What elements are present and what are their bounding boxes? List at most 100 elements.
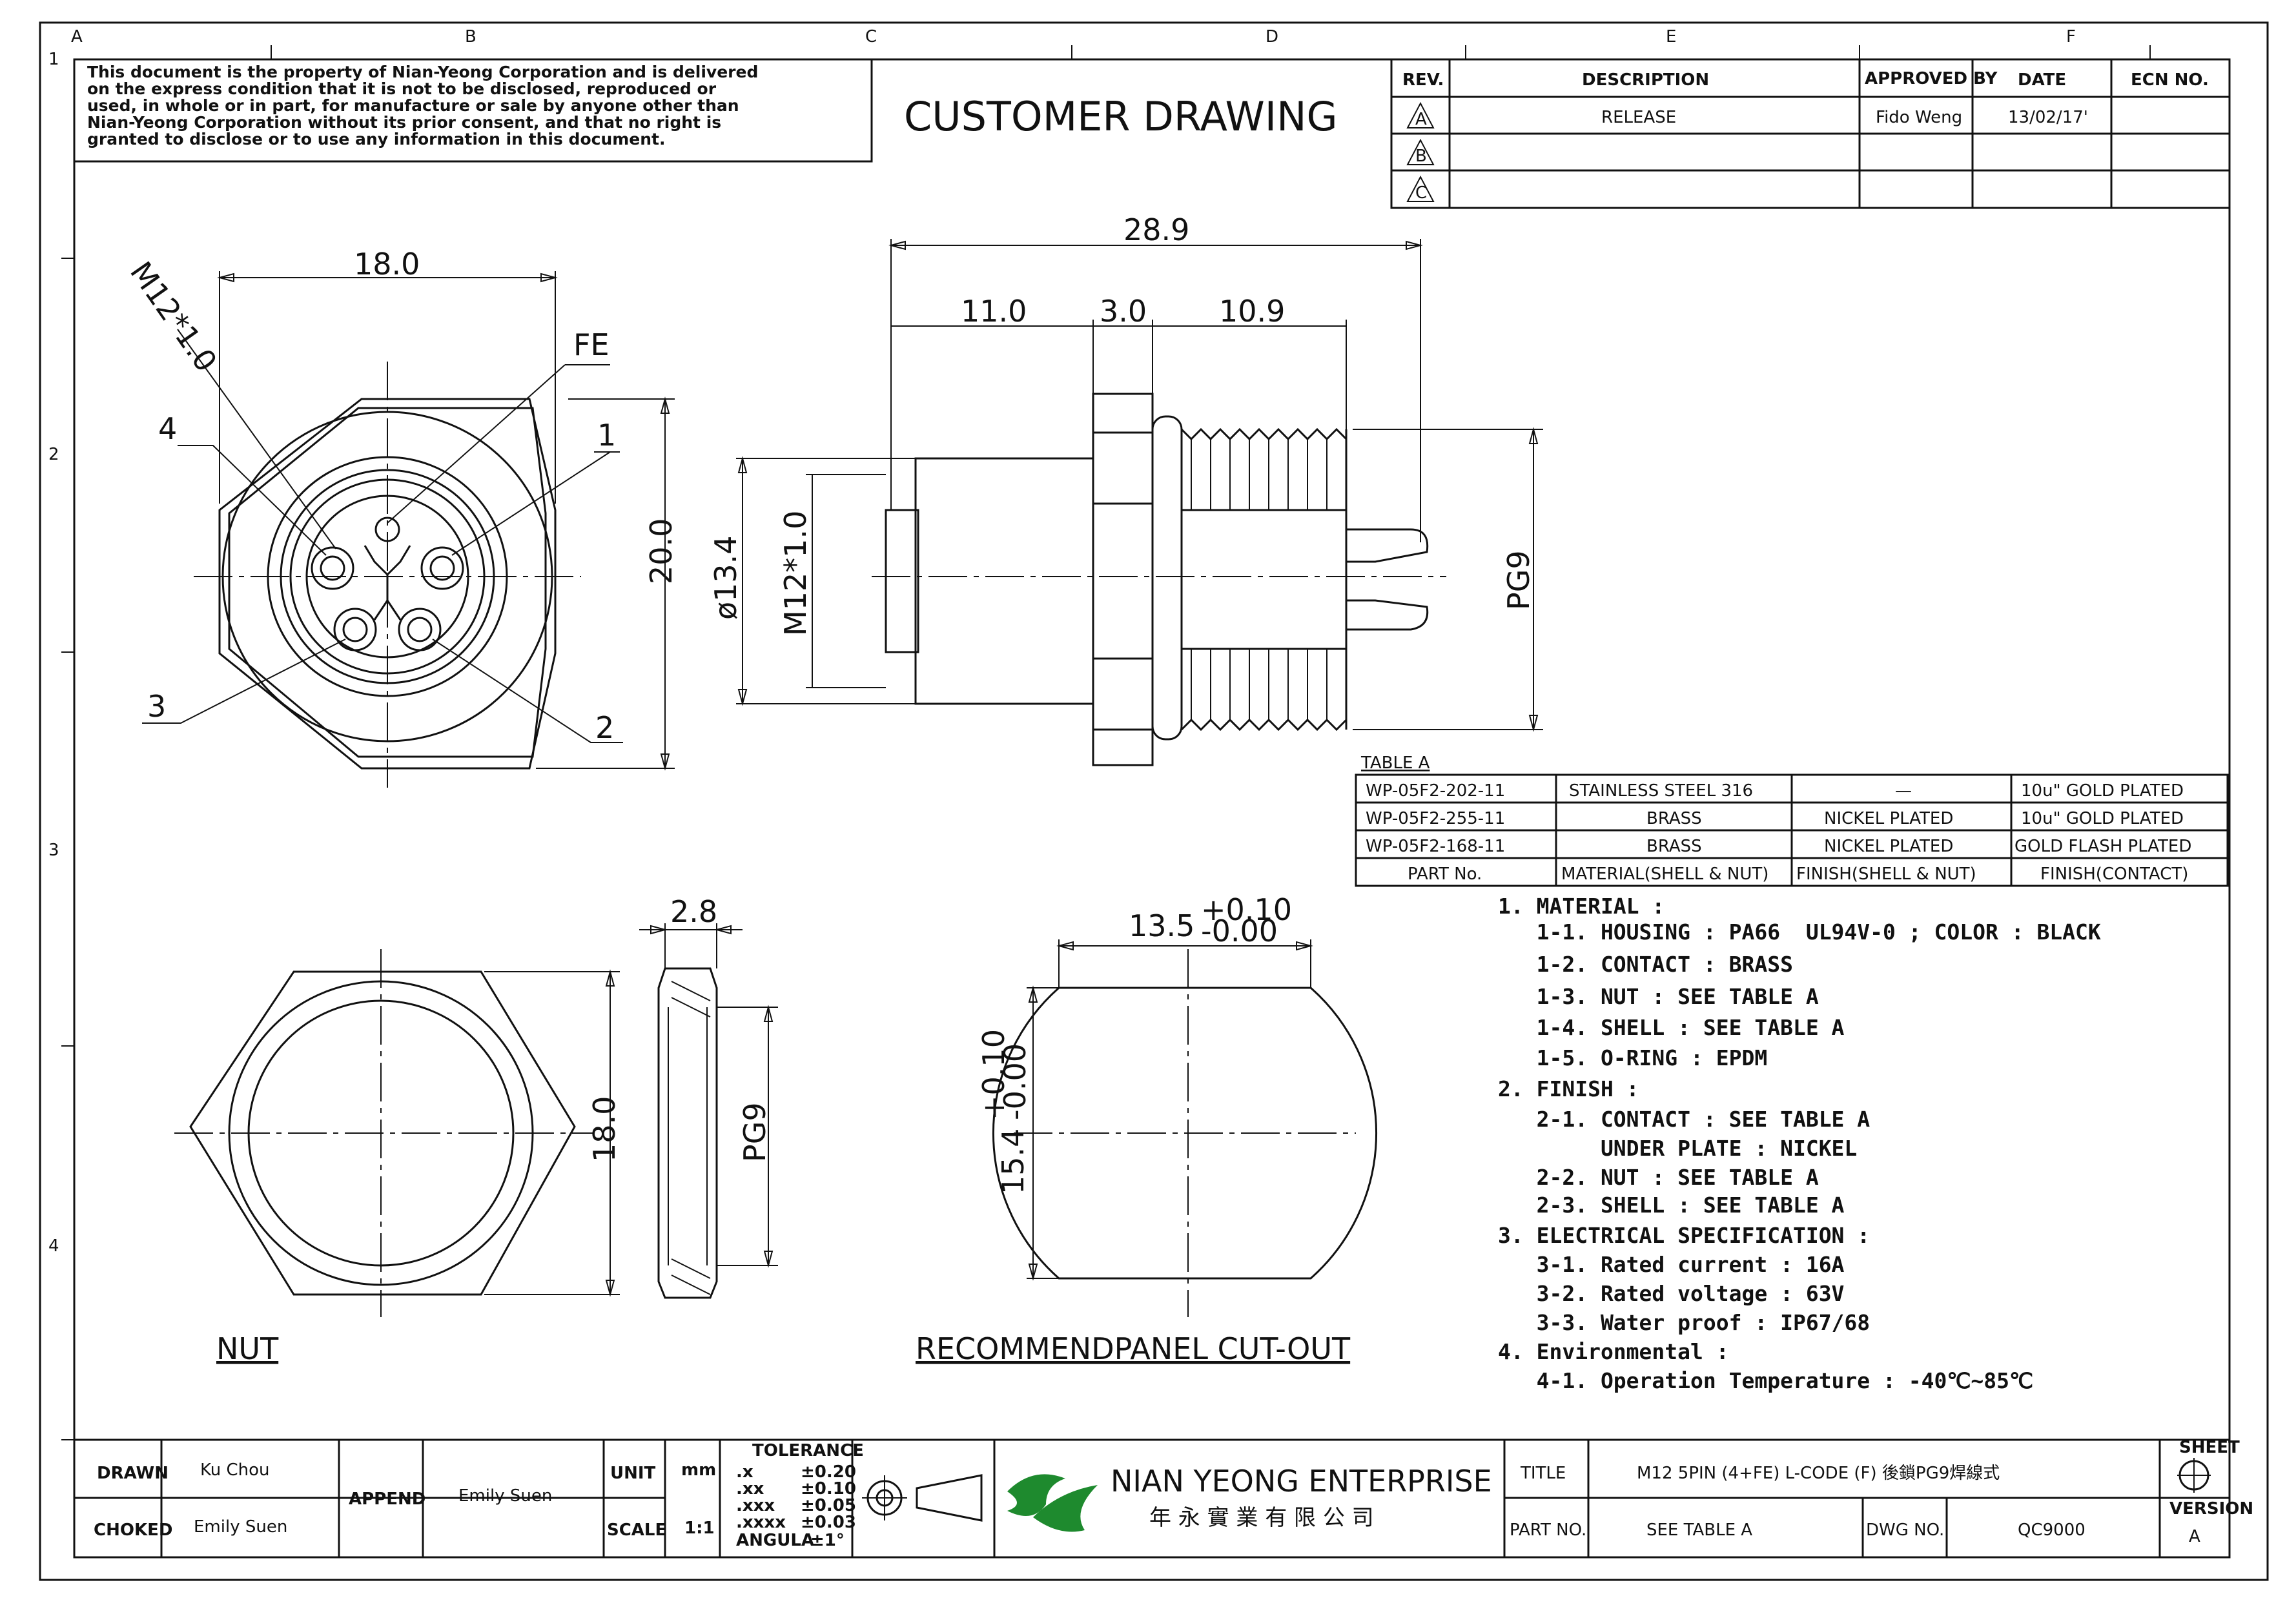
dim-a: 11.0 <box>961 294 1027 329</box>
dim-dia: ø13.4 <box>708 535 743 620</box>
svg-text:4-1. Operation Temperature : -: 4-1. Operation Temperature : -40℃~85℃ <box>1498 1368 2033 1393</box>
svg-text:±1°: ±1° <box>810 1531 845 1550</box>
side-view: 28.9 11.0 3.0 10.9 ø13.4 M12*1.0 PG9 <box>708 212 1543 766</box>
svg-text:SCALE: SCALE <box>607 1520 666 1540</box>
dim-thread: M12*1.0 <box>778 511 813 636</box>
thread-label: M12*1.0 <box>123 255 224 378</box>
svg-text:VERSION: VERSION <box>2169 1499 2253 1519</box>
svg-text:1-5. O-RING : EPDM: 1-5. O-RING : EPDM <box>1498 1045 1767 1070</box>
svg-text:1-1. HOUSING : PA66 UL94V-0 ;: 1-1. HOUSING : PA66 UL94V-0 ; COLOR : BL… <box>1498 919 2101 945</box>
svg-text:1-3. NUT : SEE TABLE A: 1-3. NUT : SEE TABLE A <box>1498 984 1819 1009</box>
svg-text:UNDER PLATE : NICKEL: UNDER PLATE : NICKEL <box>1498 1136 1857 1161</box>
zone-number: 4 <box>48 1236 59 1256</box>
svg-text:Nian-Yeong Corporation without: Nian-Yeong Corporation without its prior… <box>87 113 721 132</box>
svg-text:1. MATERIAL :: 1. MATERIAL : <box>1498 894 1665 919</box>
dim-b: 3.0 <box>1100 294 1147 329</box>
svg-text:NICKEL PLATED: NICKEL PLATED <box>1824 809 1953 828</box>
svg-text:13/02/17': 13/02/17' <box>2008 108 2088 127</box>
nut-dim-thickness: 2.8 <box>670 894 717 929</box>
svg-text:+0.10: +0.10 <box>976 1029 1011 1120</box>
svg-text:REV.: REV. <box>1402 70 1444 90</box>
sheet-symbol-icon <box>2177 1458 2211 1493</box>
notes: 1. MATERIAL : 1-1. HOUSING : PA66 UL94V-… <box>1498 894 2101 1393</box>
svg-text:WP-05F2-168-11: WP-05F2-168-11 <box>1366 837 1505 856</box>
svg-text:BRASS: BRASS <box>1646 809 1702 828</box>
svg-text:-0.00: -0.00 <box>1201 914 1278 948</box>
front-view: 18.0 20.0 M12*1.0 FE 1 4 3 2 <box>123 247 679 788</box>
nut-view: 2.8 18.0 PG9 NUT <box>174 894 778 1366</box>
svg-text:NICKEL PLATED: NICKEL PLATED <box>1824 837 1953 856</box>
svg-text:DESCRIPTION: DESCRIPTION <box>1582 70 1709 90</box>
nut-dim-pg: PG9 <box>737 1102 772 1162</box>
svg-text:GOLD FLASH PLATED: GOLD FLASH PLATED <box>2014 837 2191 856</box>
dim-pg: PG9 <box>1501 550 1536 610</box>
svg-text:+0.10: +0.10 <box>1201 892 1292 927</box>
svg-text:WP-05F2-202-11: WP-05F2-202-11 <box>1366 781 1505 801</box>
svg-text:Fido Weng: Fido Weng <box>1876 108 1962 127</box>
svg-text:on the express condition tha: on the express condition that it is not … <box>87 79 717 98</box>
company-name-en: NIAN YEONG ENTERPRISE <box>1111 1464 1492 1499</box>
nut-caption: NUT <box>216 1331 279 1366</box>
zone-letter: C <box>865 27 877 46</box>
svg-text:-0.00: -0.00 <box>998 1043 1032 1120</box>
svg-text:±0.20: ±0.20 <box>801 1462 856 1482</box>
svg-text:SHEET: SHEET <box>2179 1438 2240 1457</box>
svg-text:10u" GOLD PLATED: 10u" GOLD PLATED <box>2021 809 2184 828</box>
svg-text:CHOKED: CHOKED <box>94 1520 172 1540</box>
revision-table: REV. DESCRIPTION APPROVED BY DATE ECN NO… <box>1390 58 2231 209</box>
zone-number: 3 <box>48 841 59 860</box>
pin-3-label: 3 <box>147 689 166 724</box>
cutout-caption: RECOMMENDPANEL CUT-OUT <box>916 1331 1351 1366</box>
dim-height: 20.0 <box>644 518 679 584</box>
fe-label: FE <box>573 327 610 362</box>
svg-text:.xx: .xx <box>736 1479 764 1499</box>
pin-2-label: 2 <box>595 710 614 745</box>
zone-letter: A <box>71 27 83 46</box>
svg-text:QC9000: QC9000 <box>2018 1520 2086 1540</box>
dim-total: 28.9 <box>1123 212 1189 247</box>
zone-number: 1 <box>48 50 59 69</box>
svg-text:3-2. Rated voltage : 63V: 3-2. Rated voltage : 63V <box>1498 1281 1844 1306</box>
drawing-title: CUSTOMER DRAWING <box>904 93 1338 140</box>
svg-text:BRASS: BRASS <box>1646 837 1702 856</box>
company-name-zh: 年 永 實 業 有 限 公 司 <box>1149 1505 1374 1531</box>
svg-text:PART No.: PART No. <box>1408 865 1482 884</box>
outer-border <box>39 21 2269 1581</box>
zone-letter: D <box>1266 27 1278 46</box>
svg-text:APPROVED BY: APPROVED BY <box>1865 69 1998 88</box>
svg-text:.x: .x <box>736 1462 753 1482</box>
svg-text:10u" GOLD PLATED: 10u" GOLD PLATED <box>2021 781 2184 801</box>
svg-text:ECN NO.: ECN NO. <box>2131 70 2209 90</box>
svg-text:TOLERANCE: TOLERANCE <box>752 1441 864 1460</box>
svg-text:2. FINISH :: 2. FINISH : <box>1498 1076 1639 1101</box>
cutout-view: 13.5 +0.10 -0.00 15.4 +0.10 -0.00 RECOMM… <box>916 892 1378 1366</box>
dim-width: 18.0 <box>354 247 420 281</box>
svg-text:used, in whole or in part, for: used, in whole or in part, for manufactu… <box>87 96 739 115</box>
svg-text:UNIT: UNIT <box>610 1464 656 1483</box>
dim-c: 10.9 <box>1219 294 1285 329</box>
zone-markers: A B C D E F 1 2 3 4 <box>48 27 2151 1440</box>
svg-text:Ku Chou: Ku Chou <box>200 1460 270 1480</box>
rev-b: B <box>1415 147 1427 166</box>
svg-text:APPEND: APPEND <box>349 1489 425 1509</box>
zone-letter: B <box>465 27 477 46</box>
rev-c: C <box>1415 183 1427 203</box>
cutout-dim-width: 13.5 <box>1129 908 1194 943</box>
table-a-title: TABLE A <box>1360 753 1430 773</box>
svg-text:TITLE: TITLE <box>1520 1464 1566 1483</box>
svg-text:.xxxx: .xxxx <box>736 1513 786 1532</box>
svg-text:RELEASE: RELEASE <box>1601 108 1676 127</box>
svg-text:—: — <box>1895 781 1912 801</box>
svg-text:2-1. CONTACT : SEE TABLE A: 2-1. CONTACT : SEE TABLE A <box>1498 1107 1870 1132</box>
company-logo-icon <box>1007 1474 1098 1532</box>
svg-text:±0.03: ±0.03 <box>801 1513 856 1532</box>
svg-text:STAINLESS STEEL 316: STAINLESS STEEL 316 <box>1569 781 1753 801</box>
disclaimer-text: This document is the property of Nian-Ye… <box>87 63 758 148</box>
svg-text:4. Environmental :: 4. Environmental : <box>1498 1339 1729 1364</box>
cutout-dim-height: 15.4 <box>996 1129 1030 1194</box>
disclaimer-box <box>73 58 873 163</box>
svg-text:mm: mm <box>681 1460 716 1480</box>
zone-letter: E <box>1666 27 1676 46</box>
title-block: DRAWN Ku Chou CHOKED Emily Suen APPEND E… <box>73 1438 2253 1559</box>
